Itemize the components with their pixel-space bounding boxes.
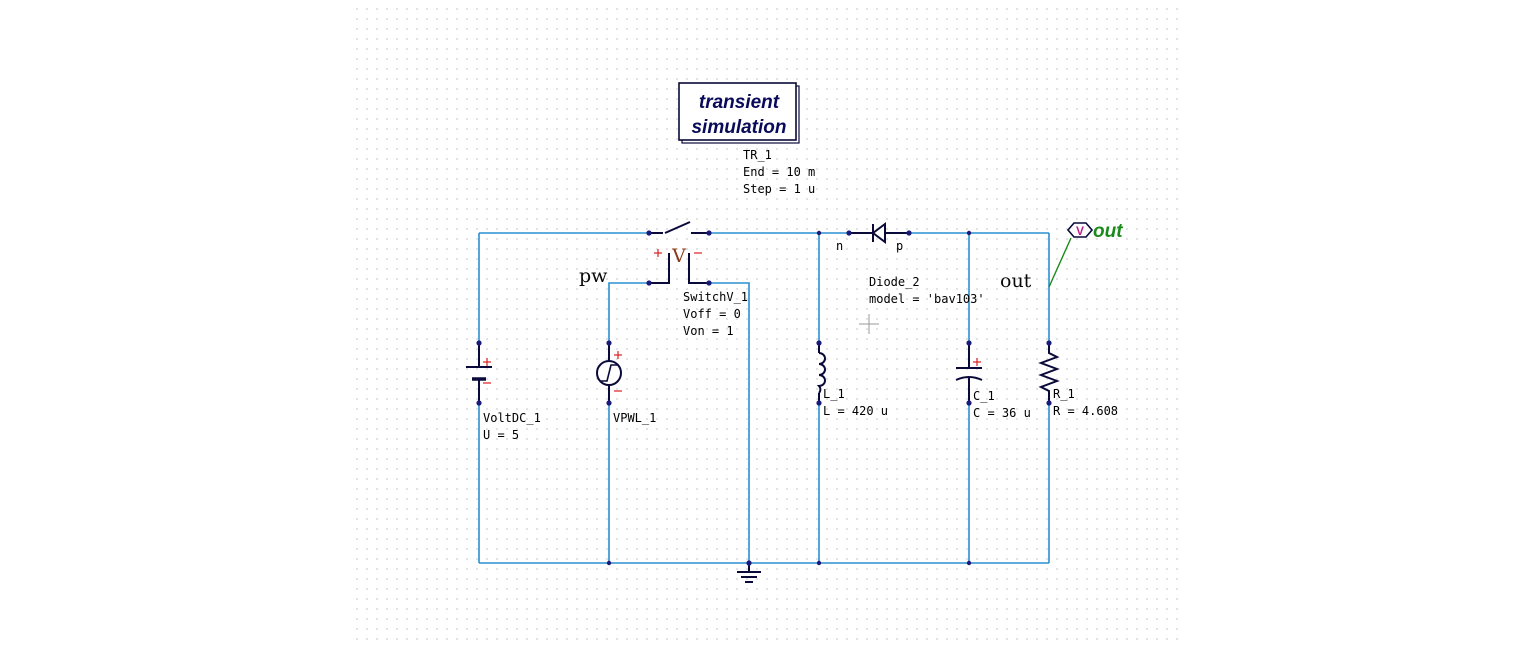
- wires[interactable]: [478, 230, 1050, 566]
- inductor-name: L_1: [823, 387, 845, 401]
- junction-dot: [606, 560, 612, 566]
- wire-pw[interactable]: [608, 282, 649, 343]
- crosshair-cursor-icon: [859, 314, 879, 334]
- simulation-step: Step = 1 u: [743, 182, 815, 196]
- resistor-component[interactable]: [1038, 340, 1060, 406]
- diode-pin-p: p: [896, 239, 903, 253]
- pwl-voltage-source[interactable]: [596, 340, 622, 406]
- voltdc-value: U = 5: [483, 428, 519, 442]
- capacitor-value: C = 36 u: [973, 406, 1031, 420]
- switch-voff: Voff = 0: [683, 307, 741, 321]
- dc-voltage-source[interactable]: [466, 340, 492, 406]
- simulation-box-line1: transient: [699, 92, 780, 113]
- resistor-name: R_1: [1053, 387, 1075, 401]
- inductor-component[interactable]: [816, 340, 826, 406]
- net-label-pw[interactable]: pw: [579, 265, 608, 287]
- capacitor-name: C_1: [973, 389, 995, 403]
- diode-pin-n: n: [836, 239, 843, 253]
- simulation-name: TR_1: [743, 148, 772, 162]
- voltage-probe[interactable]: V out: [1048, 221, 1123, 288]
- switch-component[interactable]: V: [646, 221, 712, 286]
- simulation-end: End = 10 m: [743, 165, 815, 179]
- probe-label: out: [1093, 221, 1123, 242]
- diode-model: model = 'bav103': [869, 292, 985, 306]
- net-label-out[interactable]: out: [1000, 270, 1032, 292]
- junction-dot: [966, 560, 972, 566]
- junction-dot: [816, 560, 822, 566]
- switch-symbol: V: [671, 245, 686, 267]
- simulation-box-line2: simulation: [691, 117, 786, 138]
- switch-name: SwitchV_1: [683, 290, 748, 304]
- transient-simulation-block[interactable]: transient simulation: [678, 82, 800, 144]
- junction-dot: [816, 230, 822, 236]
- resistor-value: R = 4.608: [1053, 404, 1118, 418]
- vpwl-name: VPWL_1: [613, 411, 656, 425]
- capacitor-component[interactable]: [955, 340, 983, 406]
- probe-v-icon: V: [1076, 224, 1084, 238]
- switch-von: Von = 1: [683, 324, 734, 338]
- wire-switch-neg[interactable]: [709, 282, 750, 563]
- inductor-value: L = 420 u: [823, 404, 888, 418]
- diode-component[interactable]: [846, 222, 912, 244]
- ground-icon[interactable]: [737, 560, 761, 583]
- junction-dot: [966, 230, 972, 236]
- voltdc-name: VoltDC_1: [483, 411, 541, 425]
- diode-name: Diode_2: [869, 275, 920, 289]
